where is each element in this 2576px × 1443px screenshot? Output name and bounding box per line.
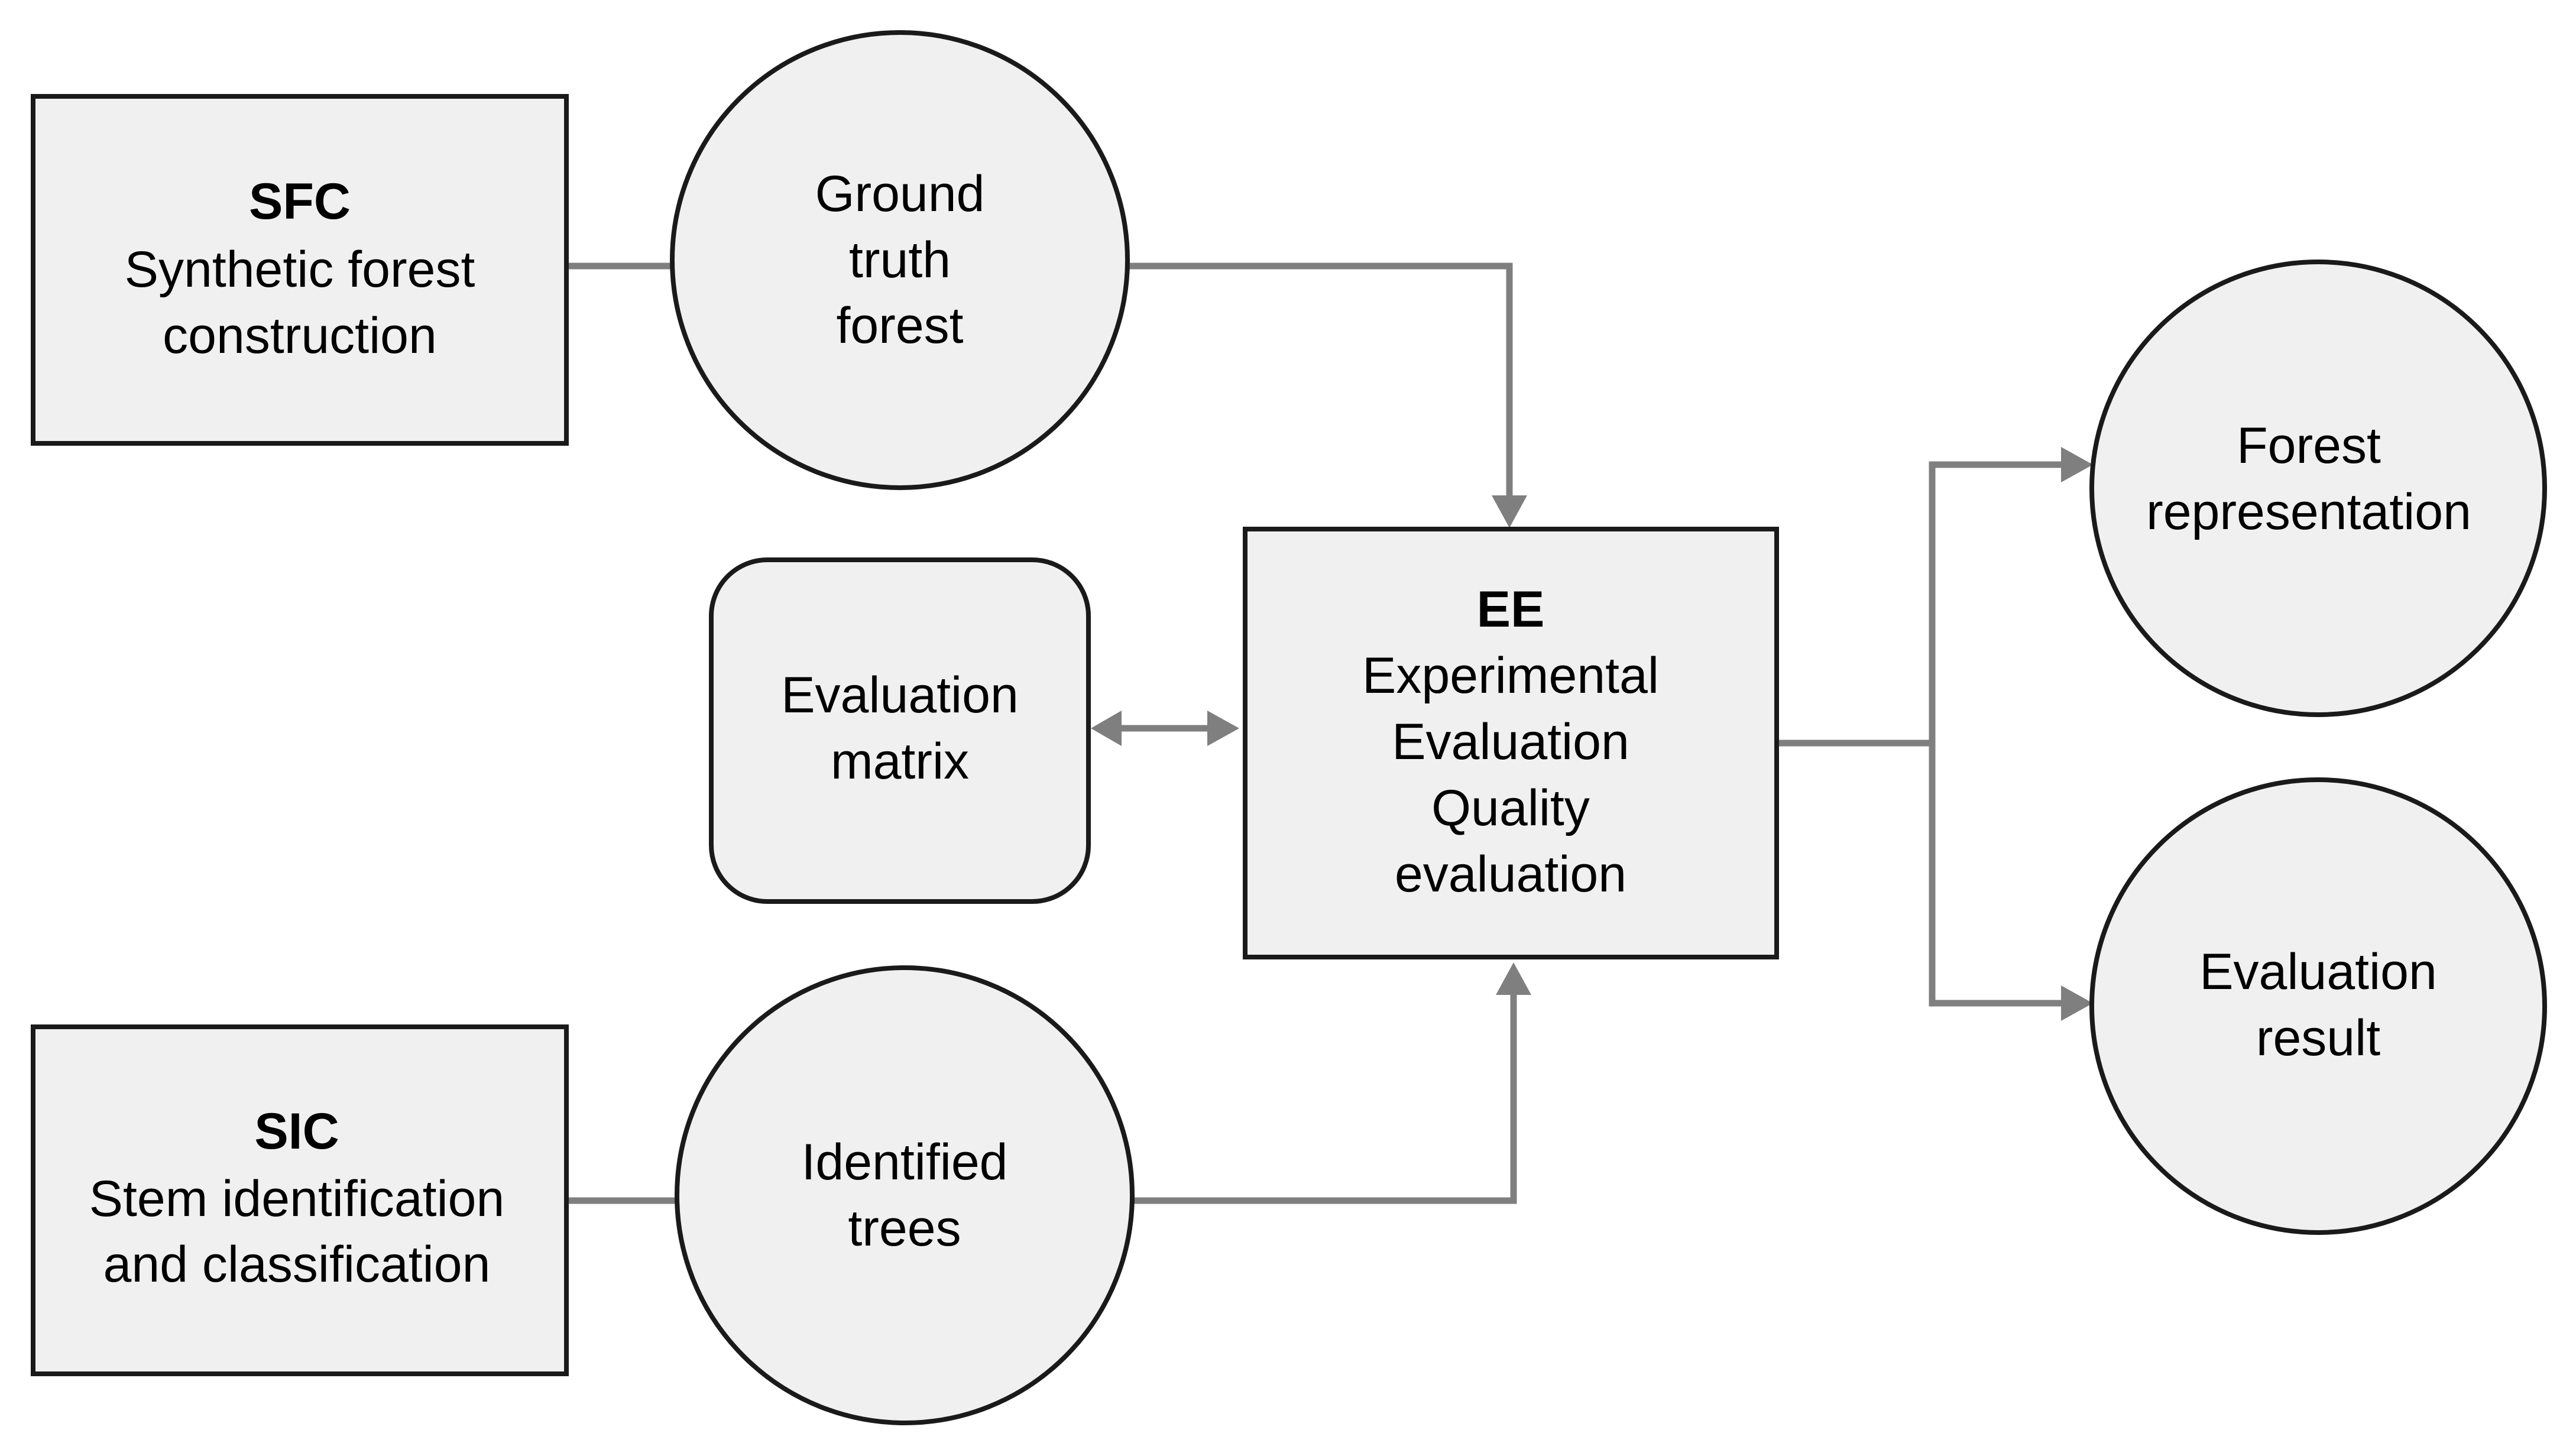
ee-line-1: Experimental xyxy=(1362,647,1659,704)
sfc-line-2: construction xyxy=(163,307,437,364)
evaluation-result-circle: Evaluation result xyxy=(2089,777,2547,1235)
edge-branch-split xyxy=(1929,461,2063,1007)
arrowhead-into-forest-representation xyxy=(2061,447,2093,482)
sic-line-2: and classification xyxy=(103,1236,491,1293)
identified-trees-line-1: Identified xyxy=(801,1134,1007,1191)
ground-truth-line-1: Ground xyxy=(815,166,985,222)
edge-ground-truth-to-ee xyxy=(1127,262,1513,497)
sic-box: SIC Stem identification and classificati… xyxy=(31,1024,569,1376)
sfc-title: SFC xyxy=(249,173,351,230)
ee-title: EE xyxy=(1477,581,1545,638)
ee-line-2: Evaluation xyxy=(1392,714,1629,770)
ee-box: EE Experimental Evaluation Quality evalu… xyxy=(1243,527,1779,959)
ground-truth-line-3: forest xyxy=(836,297,963,354)
ground-truth-line-2: truth xyxy=(849,232,951,288)
evaluation-matrix-line-2: matrix xyxy=(831,733,969,790)
ee-line-3: Quality xyxy=(1431,780,1590,836)
forest-representation-line-1: Forest xyxy=(2237,417,2381,474)
identified-trees-line-2: trees xyxy=(848,1200,961,1257)
forest-representation-line-2: representation xyxy=(2146,484,2471,540)
evaluation-result-line-1: Evaluation xyxy=(2199,943,2437,1000)
sic-line-1: Stem identification xyxy=(89,1170,505,1227)
evaluation-result-line-2: result xyxy=(2256,1010,2380,1066)
evaluation-matrix-box: Evaluation matrix xyxy=(709,557,1091,904)
identified-trees-circle: Identified trees xyxy=(675,965,1135,1425)
ground-truth-forest-circle: Ground truth forest xyxy=(670,30,1130,490)
arrowhead-into-ee-bottom xyxy=(1496,962,1531,995)
ee-line-4: evaluation xyxy=(1395,846,1626,903)
sfc-box: SFC Synthetic forest construction xyxy=(31,94,569,446)
arrowhead-into-matrix xyxy=(1091,711,1122,746)
arrowhead-into-ee-left xyxy=(1207,711,1239,746)
arrowhead-into-evaluation-result xyxy=(2061,985,2093,1021)
edge-identified-trees-to-ee xyxy=(1131,993,1517,1204)
evaluation-matrix-line-1: Evaluation xyxy=(781,667,1019,724)
sic-title: SIC xyxy=(254,1103,339,1160)
edges xyxy=(566,262,2093,1204)
sfc-line-1: Synthetic forest xyxy=(125,241,475,298)
arrowhead-into-ee-top xyxy=(1492,495,1527,528)
forest-representation-circle: Forest representation xyxy=(2089,260,2547,717)
